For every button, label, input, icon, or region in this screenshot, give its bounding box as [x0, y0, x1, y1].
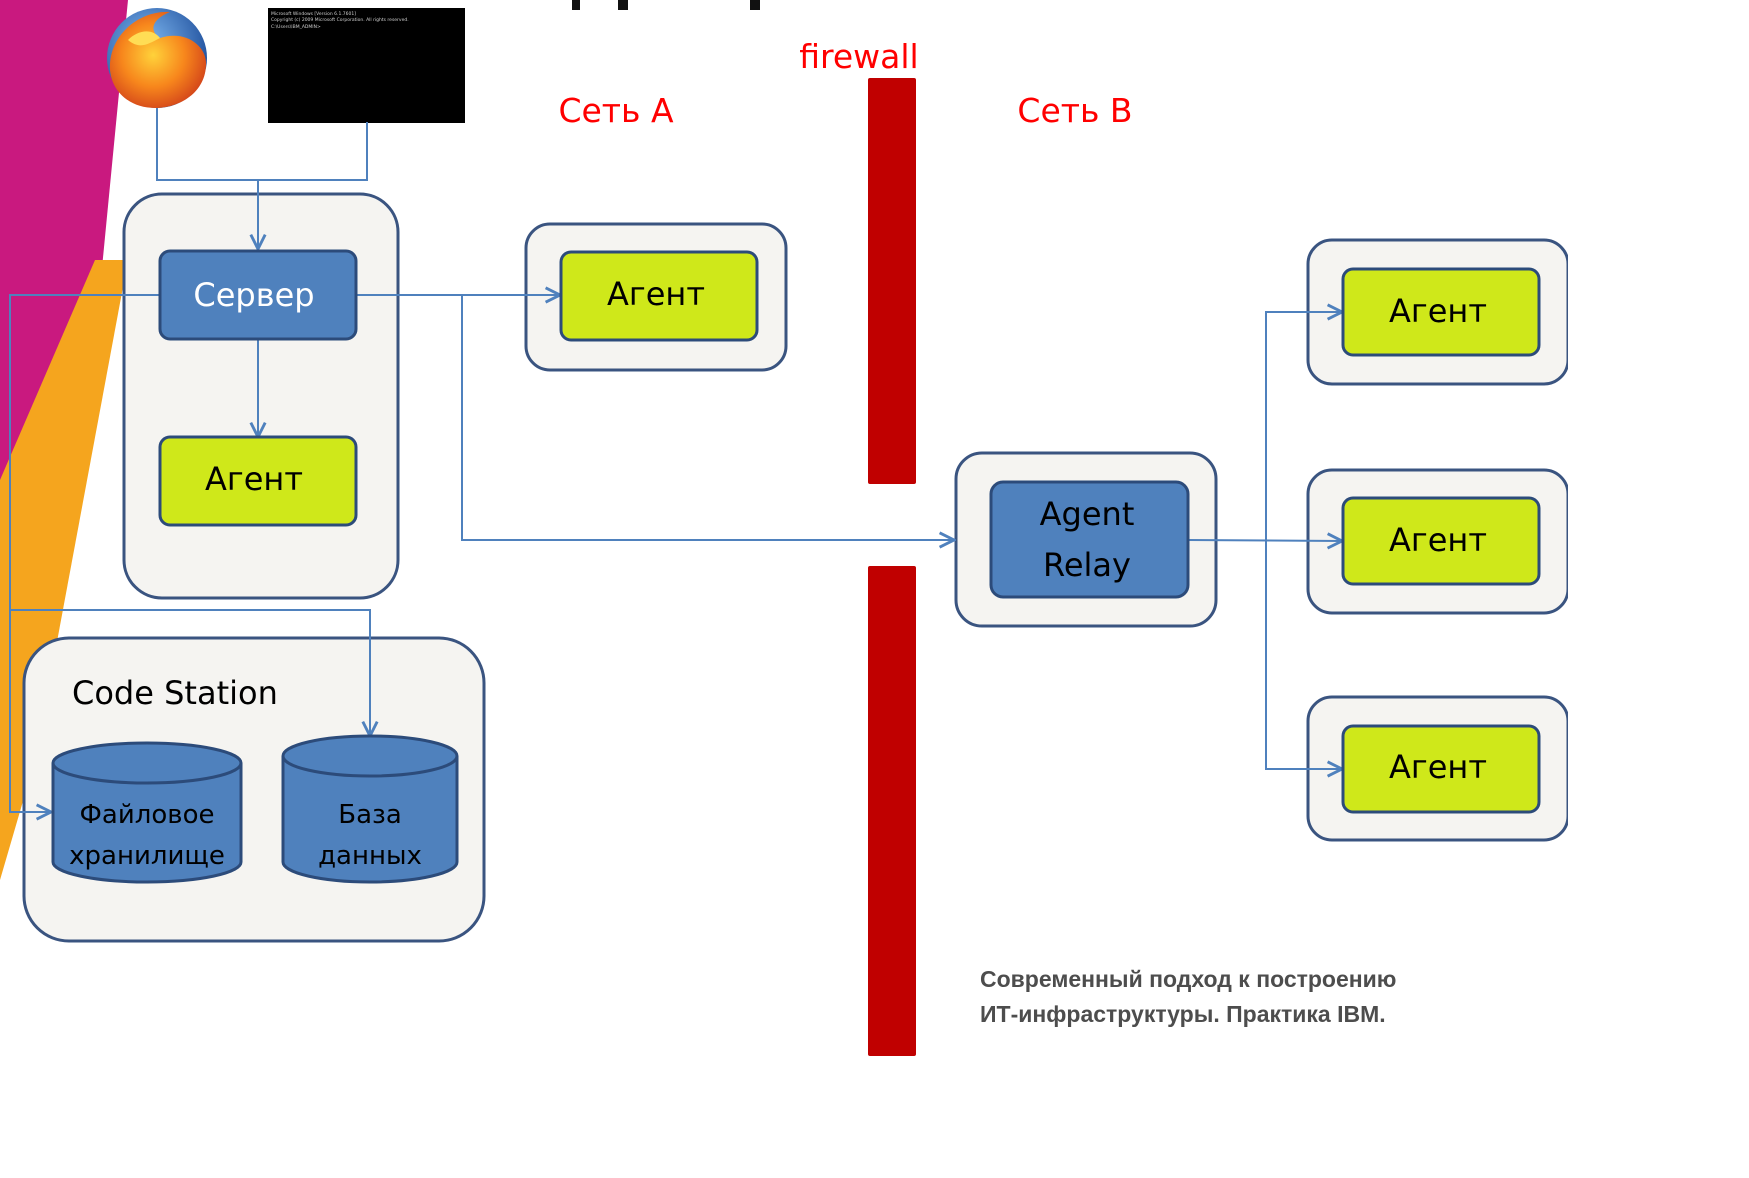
title-fragment: [618, 0, 628, 10]
database-cylinder: База данных: [281, 734, 459, 884]
agent-node-local: Агент: [158, 435, 358, 527]
firewall-label: firewall: [799, 37, 918, 76]
network-b-label: Сеть B: [1017, 91, 1132, 130]
agent-node-network-b-1: Агент: [1341, 267, 1541, 357]
file-storage-cylinder: Файловое хранилище: [51, 741, 243, 884]
firefox-icon: [107, 8, 207, 108]
server-node: Сервер: [158, 249, 358, 341]
agent-label: Агент: [1389, 521, 1487, 559]
footer-caption: Современный подход к построению ИТ-инфра…: [980, 962, 1540, 1032]
database-label-line-1: База: [338, 800, 402, 830]
firewall-wall-lower: [868, 566, 916, 1056]
relay-label-line-2: Relay: [1043, 546, 1131, 584]
code-station-label: Code Station: [72, 674, 278, 712]
title-fragment: [572, 0, 580, 10]
connectors: [9, 108, 1342, 812]
server-label: Сервер: [193, 276, 314, 314]
footer-line-2: ИТ-инфраструктуры. Практика IBM.: [980, 1001, 1386, 1027]
agent-label: Агент: [1389, 748, 1487, 786]
network-a-label: Сеть A: [558, 91, 674, 130]
command-prompt-window: Microsoft Windows [Version 6.1.7601] Cop…: [268, 8, 465, 123]
cmd-line-1: Microsoft Windows [Version 6.1.7601]: [271, 11, 356, 17]
agent-label: Агент: [607, 275, 705, 313]
agent-label: Агент: [1389, 292, 1487, 330]
cmd-line-2: Copyright (c) 2009 Microsoft Corporation…: [271, 17, 409, 23]
agent-node-network-b-3: Агент: [1341, 724, 1541, 814]
agent-node-network-a: Агент: [559, 250, 759, 342]
firewall: firewall: [799, 37, 919, 1056]
footer-line-1: Современный подход к построению: [980, 966, 1397, 992]
file-storage-label-line-2: хранилище: [69, 841, 225, 871]
agent-relay-node: Agent Relay: [989, 480, 1190, 599]
agent-label: Агент: [205, 460, 303, 498]
relay-label-line-1: Agent: [1040, 495, 1135, 533]
file-storage-label-line-1: Файловое: [80, 800, 215, 830]
cmd-line-3: C:\Users\IBM_ADMIN>: [271, 24, 321, 30]
architecture-diagram: Microsoft Windows [Version 6.1.7601] Cop…: [0, 0, 1568, 1056]
firewall-wall-upper: [868, 78, 916, 484]
agent-node-network-b-2: Агент: [1341, 496, 1541, 586]
database-label-line-2: данных: [318, 841, 422, 871]
title-fragment: [750, 0, 760, 10]
